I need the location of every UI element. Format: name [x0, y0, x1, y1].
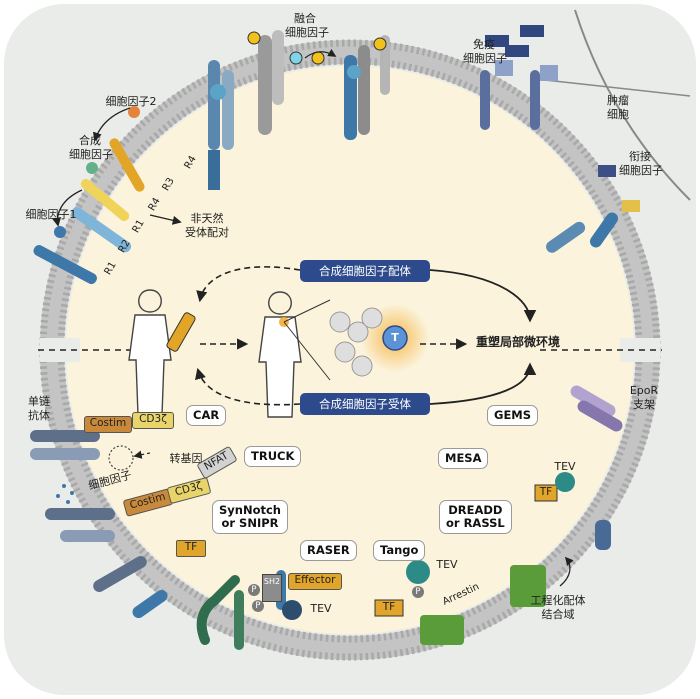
label-t-cell: T	[391, 331, 399, 344]
domain-tf-right: TF	[539, 486, 553, 498]
label-tumor-line2: 细胞	[607, 108, 629, 121]
label-epor-line1: EpoR	[629, 384, 659, 397]
domain-tf-left: TF	[176, 540, 206, 557]
receptor-bottom-gpcr	[374, 560, 546, 645]
label-nonnatural-line2: 受体配对	[185, 226, 229, 239]
domain-tf-bottom: TF	[382, 601, 396, 613]
receptor-left-top	[33, 106, 145, 285]
label-remodel-microenvironment: 重塑局部微环境	[475, 335, 560, 349]
receptor-top-immune	[480, 25, 558, 130]
label-nonnatural-line1: 非天然	[190, 212, 224, 225]
center-illustrations	[128, 289, 429, 418]
domain-effector: Effector	[288, 573, 342, 590]
tumor-cell-boundary	[574, 9, 691, 201]
platform-dreadd: DREADD or RASSL	[439, 500, 512, 534]
label-engineered-line1: 工程化配体	[530, 594, 586, 607]
label-tev-right: TEV	[554, 460, 576, 473]
label-tev-bottom-right: TEV	[436, 558, 458, 571]
label-fusion-line2: 细胞因子	[285, 26, 329, 39]
label-p-bottom: P	[412, 586, 424, 598]
label-p-left-1: P	[248, 584, 260, 596]
pill-synthetic-receptor: 合成细胞因子受体	[300, 393, 430, 415]
domain-cd3z-top: CD3ζ	[132, 412, 174, 429]
arrow-cytokine1	[52, 189, 83, 227]
platform-synnotch: SynNotch or SNIPR	[212, 500, 288, 534]
label-tumor-line1: 肿瘤	[607, 94, 629, 107]
arrow-receptor-to-human	[195, 367, 301, 406]
label-synthetic-line2: 细胞因子	[69, 148, 113, 161]
label-synthetic-line1: 合成	[79, 134, 101, 147]
arrow-nonnatural	[149, 214, 182, 225]
receptor-top-fusion	[289, 35, 390, 140]
platform-car: CAR	[186, 405, 227, 426]
label-adaptor-line1: 衔接	[629, 150, 651, 163]
receptor-top-left	[208, 60, 234, 190]
arrow-engineered	[559, 556, 574, 587]
label-cytokine1: 细胞因子1	[25, 208, 77, 221]
arrow-cytokine2	[92, 107, 131, 142]
label-engineered-line2: 结合域	[541, 608, 575, 621]
pill-synthetic-ligand: 合成细胞因子配体	[300, 260, 430, 282]
arrow-ligand-to-remodel	[429, 269, 537, 323]
label-tev-bottom-left: TEV	[310, 602, 332, 615]
domain-costim-top: Costim	[84, 416, 132, 433]
platform-gems: GEMS	[487, 405, 539, 426]
platform-raser: RASER	[300, 540, 357, 561]
label-transgene: 转基因	[169, 452, 203, 465]
platform-truck: TRUCK	[244, 446, 302, 467]
label-immune-line2: 细胞因子	[463, 52, 507, 65]
receptor-top-gray	[247, 30, 284, 135]
label-immune-line1: 免疫	[473, 38, 495, 51]
label-p-left-2: P	[252, 600, 264, 612]
platform-tango: Tango	[373, 540, 426, 561]
arrow-ligand-to-human	[196, 266, 301, 303]
platform-mesa: MESA	[438, 448, 489, 469]
receptor-left-bottom	[30, 430, 168, 619]
label-cytokine2: 细胞因子2	[105, 95, 157, 108]
arrow-receptor-to-remodel	[429, 362, 537, 405]
arrow-fusion	[304, 48, 337, 59]
tumor-cell-line	[544, 79, 691, 97]
domain-sh2: SH2	[262, 574, 282, 602]
label-epor-line2: 支架	[633, 398, 655, 411]
label-adaptor-line2: 细胞因子	[619, 164, 663, 177]
label-fusion-line1: 融合	[294, 12, 316, 25]
receptor-top-adaptor	[546, 165, 640, 253]
receptor-right-bottom	[534, 385, 623, 550]
label-scfv-line1: 单链	[28, 395, 50, 408]
arrow-transgene	[133, 450, 151, 459]
label-scfv-line2: 抗体	[28, 409, 50, 422]
